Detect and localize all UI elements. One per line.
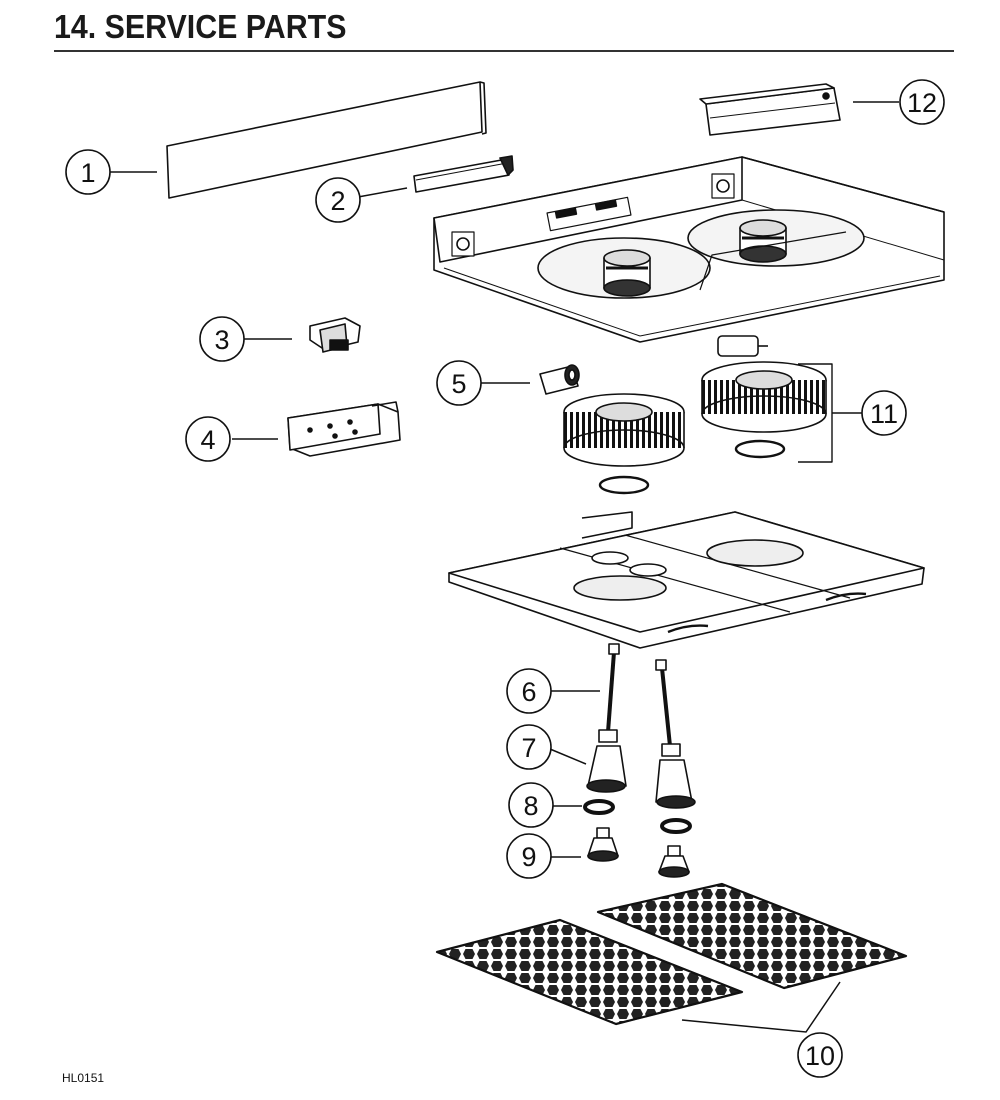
blower-wheel-right [701, 361, 827, 433]
part-7-light-sockets [586, 729, 696, 809]
callout-4-label: 4 [200, 425, 215, 455]
hood-housing [433, 156, 945, 343]
page-title: 14. SERVICE PARTS [54, 8, 347, 45]
part-1-front-panel [166, 81, 487, 199]
callout-1 [65, 149, 111, 195]
part-5-capacitor [539, 364, 580, 395]
callout-circles [65, 79, 945, 1078]
blower-capacitor [717, 335, 768, 357]
callout-9-label: 9 [521, 842, 536, 872]
document-code: HL0151 [62, 1071, 105, 1085]
part-12-tray [699, 83, 841, 136]
leader-lines [110, 101, 899, 1033]
callout-5 [436, 360, 482, 406]
callout-3-label: 3 [214, 325, 229, 355]
title-divider [54, 50, 954, 52]
callout-12 [899, 79, 945, 125]
part-3-switch [309, 317, 361, 353]
callout-3 [199, 316, 245, 362]
callout-12-label: 12 [907, 88, 937, 118]
callout-2 [315, 177, 361, 223]
callout-11 [861, 390, 907, 436]
ring-right [734, 439, 786, 459]
callout-1-label: 1 [80, 158, 95, 188]
callout-8 [508, 782, 554, 828]
callout-6-label: 6 [521, 677, 536, 707]
callout-4 [185, 416, 231, 462]
part-8-trim-ring-left [583, 799, 615, 815]
callout-11-label: 11 [870, 399, 898, 429]
callout-6 [506, 668, 552, 714]
callout-7 [506, 724, 552, 770]
part-6-light-cords [606, 643, 672, 747]
callout-9 [506, 833, 552, 879]
callout-8-label: 8 [523, 791, 538, 821]
callout-10 [797, 1032, 843, 1078]
bottom-plate [448, 511, 925, 649]
blower-wheel-left [563, 393, 685, 467]
part-10-filters [435, 882, 908, 1026]
part-2-strip [413, 155, 514, 193]
callout-2-label: 2 [330, 186, 345, 216]
callout-10-label: 10 [805, 1041, 835, 1071]
ring-left [598, 475, 650, 495]
callout-5-label: 5 [451, 369, 466, 399]
part-4-control-board [287, 401, 401, 457]
part-8-trim-ring-right [660, 818, 692, 834]
part-9-bulbs [587, 827, 690, 878]
callout-7-label: 7 [521, 733, 536, 763]
